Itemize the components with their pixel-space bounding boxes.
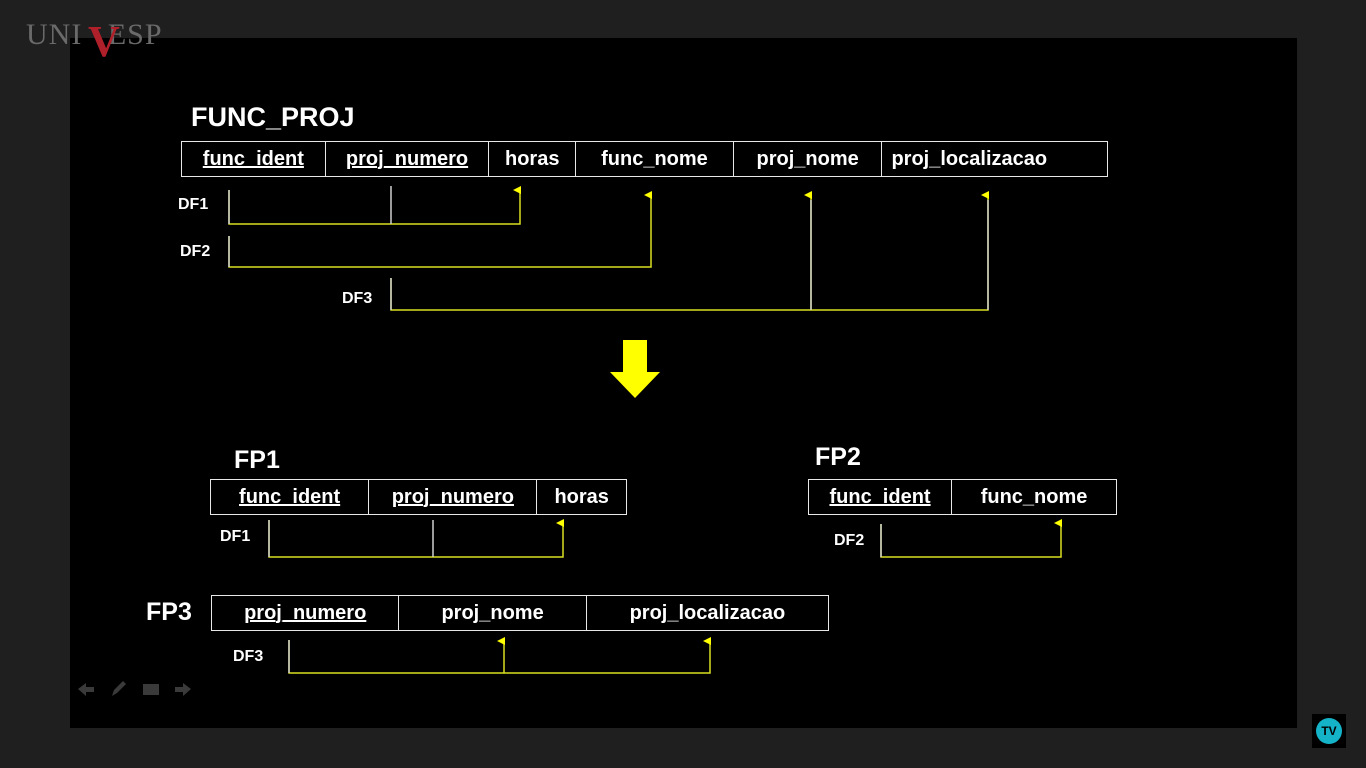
dependency-label-df1: DF1 xyxy=(178,196,209,213)
tv-logo-icon: TV xyxy=(1316,718,1342,744)
pen-icon[interactable] xyxy=(112,681,126,696)
screen-icon[interactable] xyxy=(143,684,159,695)
attr-func-ident: func_ident xyxy=(182,142,326,176)
attr-proj-nome: proj_nome xyxy=(734,142,883,176)
fp2-df2-line xyxy=(880,519,1062,558)
relation-title-func-proj: FUNC_PROJ xyxy=(191,102,355,132)
fp3-attr-proj-localizacao: proj_localizacao xyxy=(629,601,786,624)
relation-fp1: func_ident proj_numero horas xyxy=(210,479,627,515)
fp1-df1-line xyxy=(268,519,564,558)
attr-horas: horas xyxy=(489,142,577,176)
fp3-df3-line xyxy=(288,637,711,674)
relation-fp2: func_ident func_nome xyxy=(808,479,1117,515)
tv-channel-badge: TV xyxy=(1312,714,1346,748)
back-arrow-icon[interactable] xyxy=(78,683,94,696)
slide-nav-icons xyxy=(78,681,191,696)
fp3-attr-proj-nome: proj_nome xyxy=(399,596,587,630)
dependency-label-df2: DF2 xyxy=(180,243,211,260)
univesp-logo: UNI ESP xyxy=(26,18,163,51)
fp1-dependency-label: DF1 xyxy=(220,528,251,545)
univesp-logo-v: V xyxy=(88,17,120,66)
fp3-dependency-label: DF3 xyxy=(233,648,264,665)
relation-title-fp1: FP1 xyxy=(234,446,280,474)
dependency-label-df3: DF3 xyxy=(342,290,373,307)
attr-proj-localizacao: proj_localizacao xyxy=(891,147,1048,170)
down-arrow-icon xyxy=(610,340,660,398)
slide xyxy=(70,38,1297,728)
relation-title-fp3: FP3 xyxy=(146,598,192,626)
fp1-attr-func-ident: func_ident xyxy=(211,480,370,514)
df1-line xyxy=(228,186,521,225)
df3-line xyxy=(390,191,989,311)
fp2-attr-func-ident: func_ident xyxy=(809,480,953,514)
fp1-attr-proj-numero: proj_numero xyxy=(369,480,538,514)
fp3-attr-proj-numero: proj_numero xyxy=(212,596,400,630)
relation-title-fp2: FP2 xyxy=(815,443,861,471)
fp2-attr-func-nome: func_nome xyxy=(980,485,1088,508)
relation-fp3: proj_numero proj_nome proj_localizacao xyxy=(211,595,829,631)
attr-func-nome: func_nome xyxy=(576,142,734,176)
fp2-dependency-label: DF2 xyxy=(834,532,865,549)
df2-line xyxy=(228,191,652,268)
forward-arrow-icon[interactable] xyxy=(175,683,191,696)
attr-proj-numero: proj_numero xyxy=(326,142,490,176)
relation-func-proj: func_ident proj_numero horas func_nome p… xyxy=(181,141,1108,177)
fp1-attr-horas: horas xyxy=(554,485,609,508)
